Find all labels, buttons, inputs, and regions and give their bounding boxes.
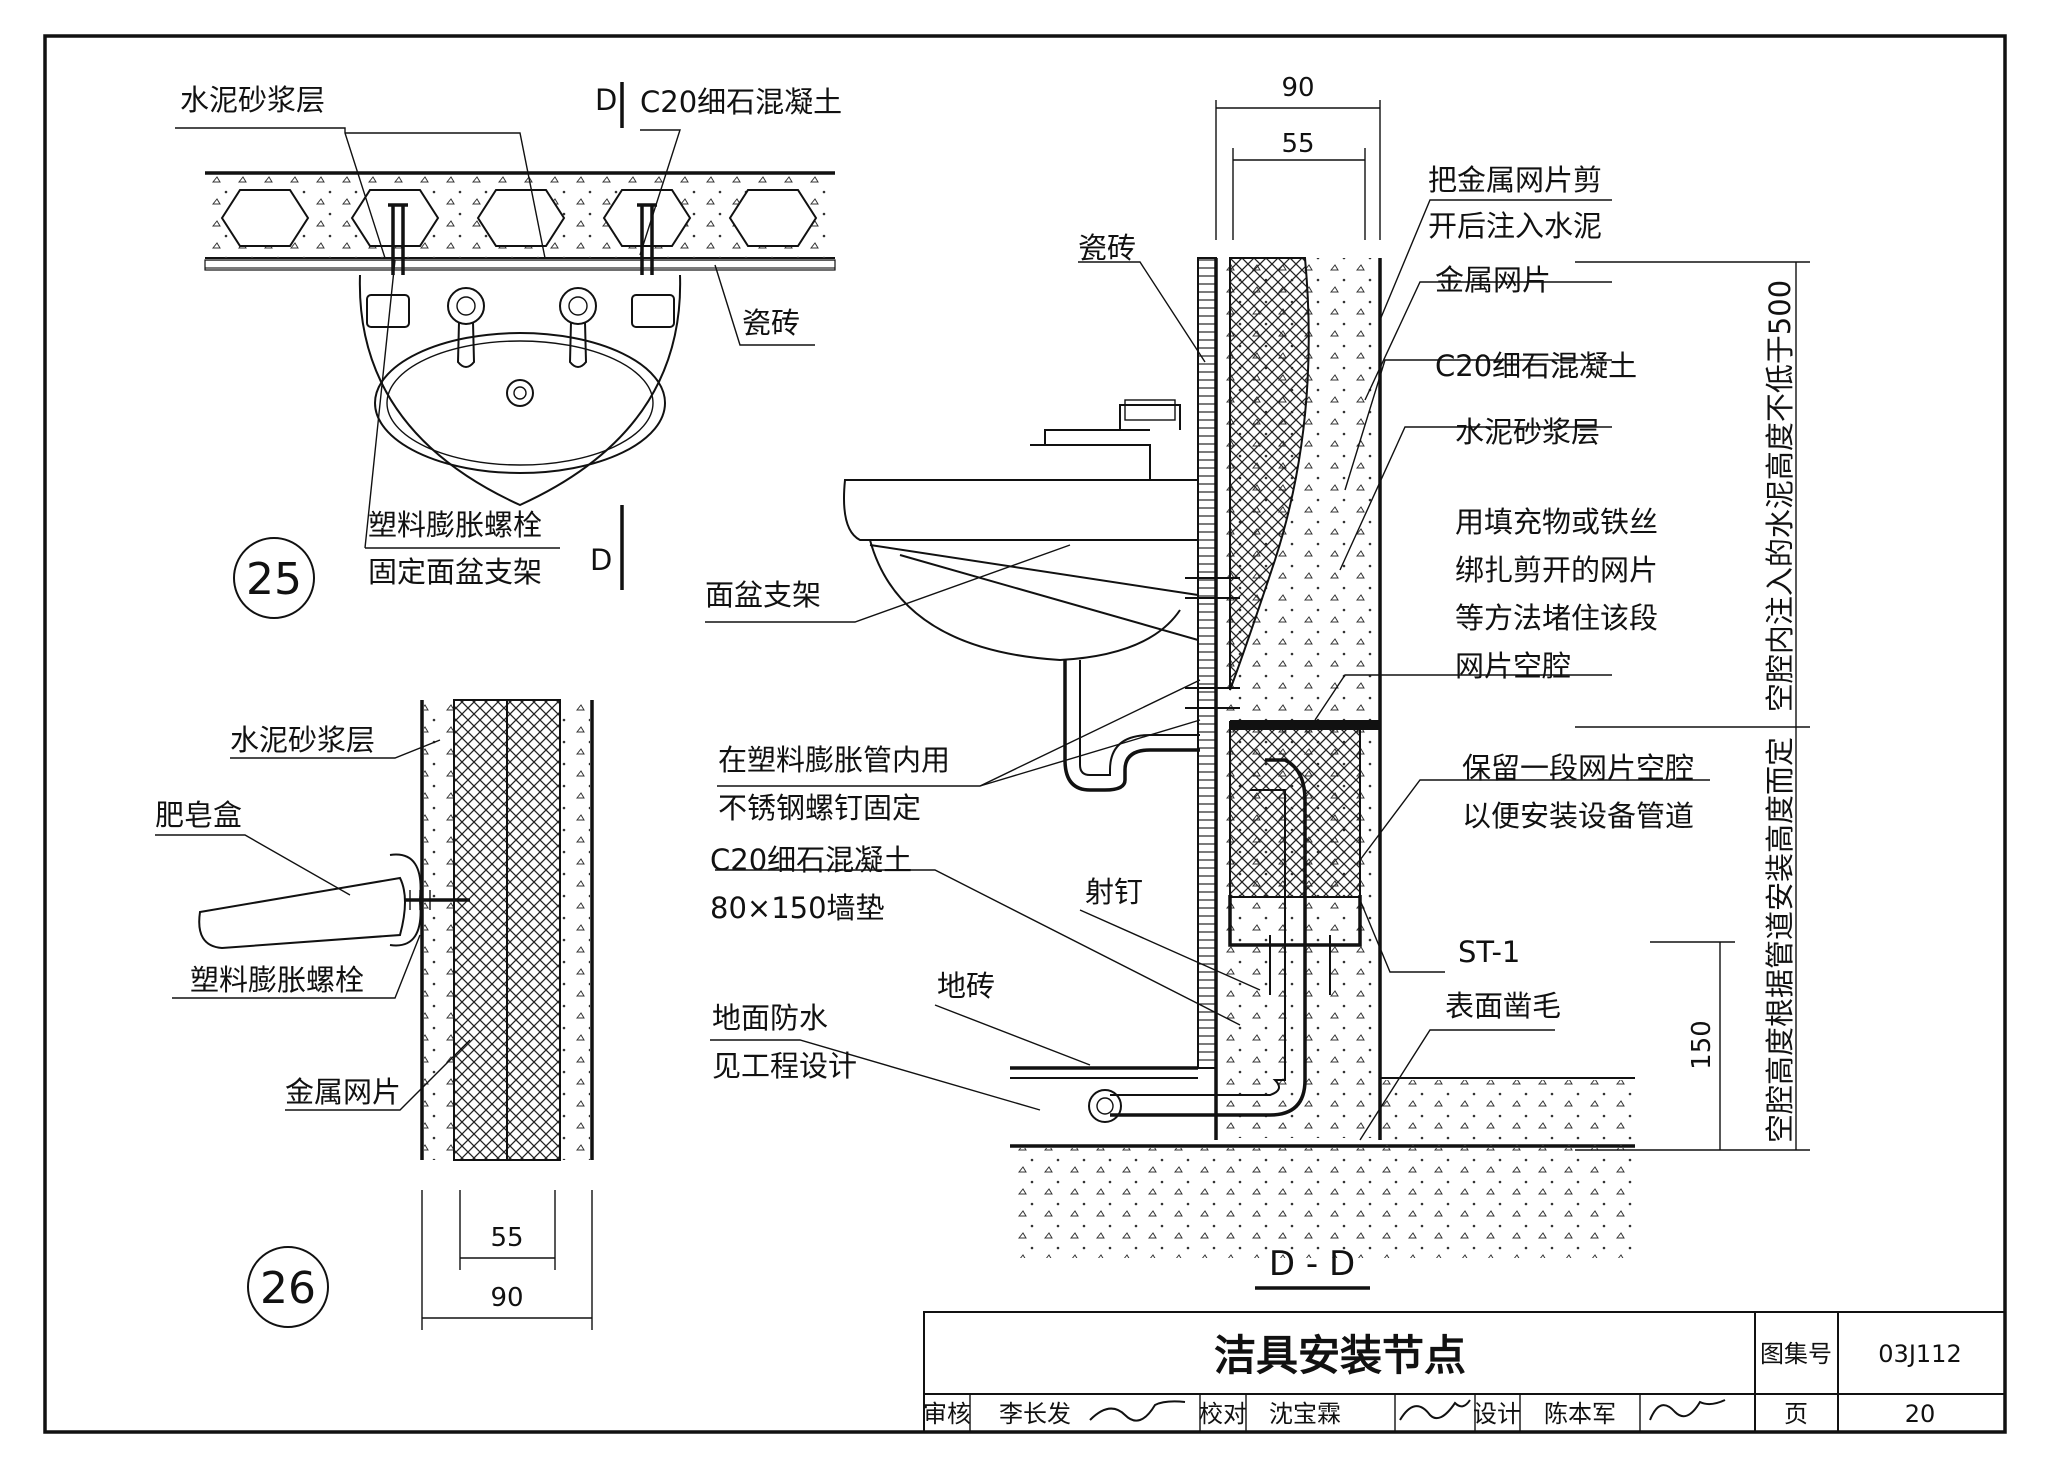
dd-st1-label: ST-1 (1458, 935, 1520, 969)
d25-cement-mortar-label: 水泥砂浆层 (180, 83, 325, 117)
checker-name: 沈宝霖 (1269, 1400, 1341, 1428)
dd-pad-label-1: C20细石混凝土 (710, 843, 912, 877)
dd-plug-label-4: 网片空腔 (1455, 649, 1571, 683)
dd-keep-cavity-label-1: 保留一段网片空腔 (1462, 751, 1694, 785)
dd-tile-label: 瓷砖 (1078, 231, 1136, 265)
designer-label: 设计 (1473, 1400, 1521, 1428)
dd-cut-mesh-label-1: 把金属网片剪 (1428, 163, 1602, 197)
atlas-number: 03J112 (1878, 1340, 1961, 1368)
dd-dim-150: 150 (1687, 1020, 1717, 1070)
detail-26-number: 26 (260, 1263, 316, 1314)
dd-pad-label-2: 80×150墙垫 (710, 891, 885, 925)
section-dd: 90 55 150 空腔内注入的水泥高度不低于500 空腔高度根据管道安装高度而… (705, 73, 1810, 1290)
d26-soap-box-label: 肥皂盒 (155, 798, 242, 832)
page-number: 20 (1905, 1400, 1936, 1428)
designer-signature (1649, 1399, 1726, 1421)
dd-plug-label-2: 绑扎剪开的网片 (1455, 553, 1658, 587)
sheet-title: 洁具安装节点 (1214, 1331, 1466, 1380)
d26-mesh-label: 金属网片 (285, 1075, 401, 1109)
page-label: 页 (1784, 1400, 1808, 1428)
dd-basin-bracket-label: 面盆支架 (705, 578, 821, 612)
detail-25: 水泥砂浆层 D C20细石混凝土 瓷砖 塑料膨胀螺栓 固定面盆支架 D 25 (175, 82, 842, 619)
dd-keep-cavity-label-2: 以便安装设备管道 (1462, 799, 1694, 833)
detail-25-number: 25 (246, 554, 302, 605)
dd-waterproof-label-1: 地面防水 (712, 1001, 828, 1035)
dd-plug-label-3: 等方法堵住该段 (1455, 601, 1658, 635)
checker-signature (1399, 1399, 1471, 1421)
title-block: 洁具安装节点 图集号 03J112 页 20 审核 李长发 校对 沈宝霖 设计 … (923, 1311, 2006, 1433)
d25-concrete-label: C20细石混凝土 (640, 85, 842, 119)
reviewer-name: 李长发 (999, 1400, 1071, 1428)
dd-dim-55: 55 (1281, 129, 1314, 159)
detail-26: 水泥砂浆层 肥皂盒 塑料膨胀螺栓 金属网片 55 90 26 (155, 699, 594, 1330)
dd-vertical-note-bottom: 空腔高度根据管道安装高度而定 (1763, 737, 1797, 1143)
d26-dim-90: 90 (490, 1283, 523, 1313)
d26-dim-55: 55 (490, 1223, 523, 1253)
detail-25-marker (233, 537, 315, 619)
reviewer-label: 审核 (923, 1400, 971, 1428)
atlas-label: 图集号 (1760, 1340, 1832, 1368)
reviewer-signature (1089, 1400, 1186, 1422)
dd-concrete-label: C20细石混凝土 (1435, 349, 1637, 383)
d25-section-d-bottom: D (590, 543, 612, 577)
dd-vertical-note-top: 空腔内注入的水泥高度不低于500 (1763, 280, 1797, 712)
dd-section-title: D - D (1269, 1244, 1355, 1284)
detail-26-marker (247, 1246, 329, 1328)
d25-bolt-label-1: 塑料膨胀螺栓 (368, 508, 542, 542)
d25-tile-label: 瓷砖 (742, 306, 800, 340)
dd-cement-mortar-label: 水泥砂浆层 (1455, 415, 1600, 449)
dd-screw-label-1: 在塑料膨胀管内用 (718, 743, 950, 777)
dd-screw-label-2: 不锈钢螺钉固定 (718, 791, 921, 825)
d25-section-d-top: D (595, 83, 617, 117)
d25-bolt-label-2: 固定面盆支架 (368, 555, 542, 589)
dd-dim-90: 90 (1281, 73, 1314, 103)
dd-floor-tile-label: 地砖 (937, 969, 995, 1003)
dd-mesh-label: 金属网片 (1435, 263, 1551, 297)
dd-cut-mesh-label-2: 开后注入水泥 (1428, 209, 1602, 243)
dd-roughen-label: 表面凿毛 (1445, 989, 1561, 1023)
d26-cement-mortar-label: 水泥砂浆层 (230, 723, 375, 757)
dd-nail-label: 射钉 (1085, 875, 1143, 909)
dd-waterproof-label-2: 见工程设计 (712, 1049, 857, 1083)
dd-plug-label-1: 用填充物或铁丝 (1455, 505, 1658, 539)
checker-label: 校对 (1199, 1400, 1247, 1428)
designer-name: 陈本军 (1544, 1400, 1616, 1428)
d26-bolt-label: 塑料膨胀螺栓 (190, 963, 364, 997)
